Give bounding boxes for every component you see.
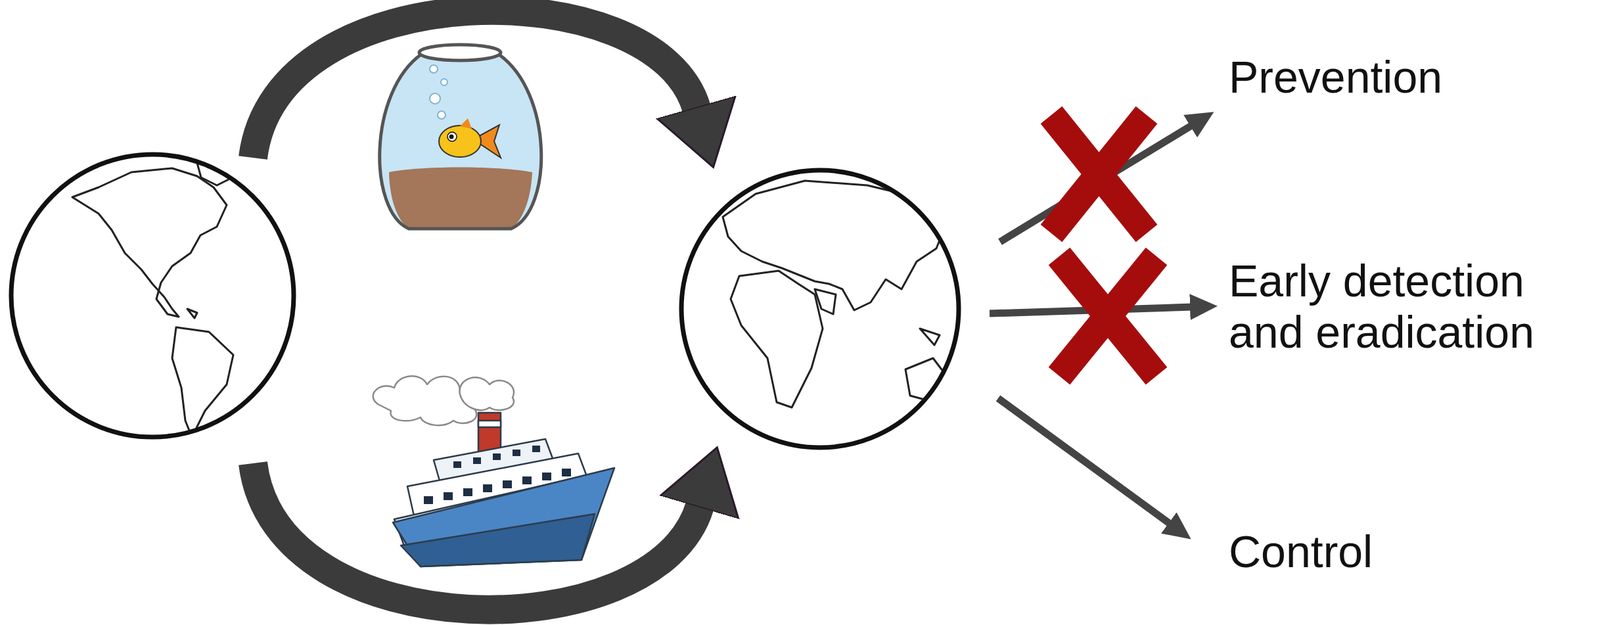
globe-americas bbox=[11, 154, 294, 437]
red-cross bbox=[1051, 114, 1147, 234]
management-option: Early detection and eradication bbox=[1228, 254, 1594, 358]
management-option: Control bbox=[1228, 525, 1584, 577]
globe-eurasia bbox=[681, 170, 959, 448]
fishbowl bbox=[379, 44, 542, 229]
red-cross bbox=[1059, 256, 1157, 376]
ship bbox=[373, 375, 615, 567]
option-arrow bbox=[998, 398, 1171, 525]
management-option: Prevention bbox=[1228, 51, 1584, 103]
